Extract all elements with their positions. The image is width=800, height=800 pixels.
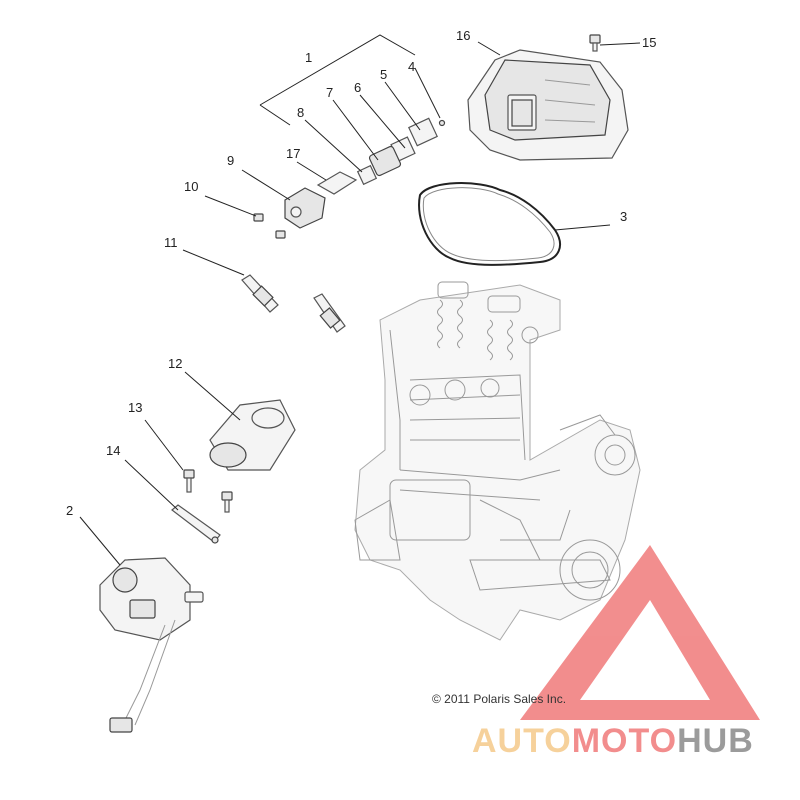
watermark-moto: MOTO	[572, 722, 677, 760]
callout-11: 11	[164, 235, 178, 250]
callout-16: 16	[456, 28, 470, 43]
watermark-triangle-icon	[520, 545, 760, 720]
gasket-part-3	[418, 182, 561, 266]
engine-block	[354, 281, 641, 641]
valve-cover-part-16	[467, 49, 629, 161]
callout-13: 13	[128, 400, 142, 415]
callout-12: 12	[168, 356, 182, 371]
callout-9: 9	[227, 153, 234, 168]
callout-1: 1	[305, 50, 312, 65]
bolt-part-15	[589, 34, 601, 52]
automotohub-watermark: AUTOMOTOHUB	[472, 545, 760, 760]
watermark-auto: AUTO	[472, 722, 572, 760]
callout-3: 3	[620, 209, 627, 224]
callout-14: 14	[106, 443, 120, 458]
leader-lines	[79, 34, 641, 566]
callout-10: 10	[184, 179, 198, 194]
throttle-body-part-2	[99, 557, 204, 733]
callout-2: 2	[66, 503, 73, 518]
copyright-text: © 2011 Polaris Sales Inc.	[432, 692, 566, 706]
bracket-part-14	[171, 504, 221, 544]
intake-boot-part-12	[209, 399, 296, 471]
spark-plugs-part-11	[241, 274, 346, 333]
sensor-stack-parts	[253, 117, 446, 239]
bolts-part-13	[183, 469, 233, 513]
callout-5: 5	[380, 67, 387, 82]
callout-labels: 1 2 3 4 5 6 7 8 9 10 11 12 13 14 15 16 1…	[66, 28, 656, 518]
watermark-text: AUTOMOTOHUB	[472, 722, 754, 760]
callout-17: 17	[286, 146, 300, 161]
callout-6: 6	[354, 80, 361, 95]
callout-8: 8	[297, 105, 304, 120]
watermark-hub: HUB	[677, 722, 754, 760]
callout-15: 15	[642, 35, 656, 50]
callout-4: 4	[408, 59, 415, 74]
callout-7: 7	[326, 85, 333, 100]
